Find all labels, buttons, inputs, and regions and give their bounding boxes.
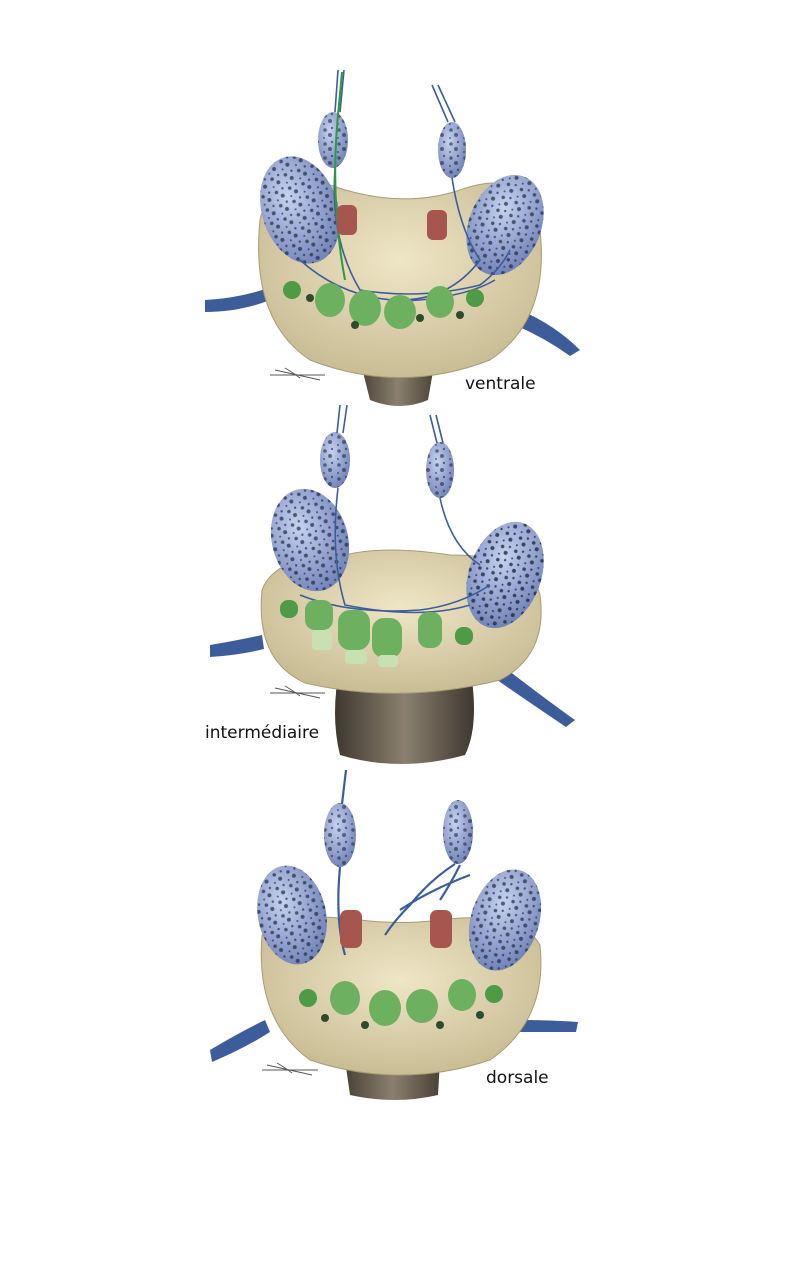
- red-nucleus: [340, 910, 362, 948]
- nerve-fibers: [299, 405, 491, 614]
- dorsal-section-illustration: [210, 770, 578, 1100]
- green-nuclei-row: [299, 979, 503, 1029]
- ventral-section-illustration: [205, 69, 580, 406]
- panel-ventrale: ventrale: [0, 0, 785, 420]
- intermediate-section-illustration: [210, 405, 575, 764]
- red-nucleus: [430, 910, 452, 948]
- green-fiber: [334, 71, 346, 281]
- nerve-bundle-right: [518, 1020, 578, 1032]
- red-nucleus: [337, 205, 357, 235]
- nerve-bundle-left: [205, 288, 270, 312]
- nerve-bundle-left: [210, 635, 264, 657]
- section-label-intermediaire: intermédiaire: [205, 723, 320, 743]
- orientation-arrow-icon: [262, 1062, 318, 1076]
- green-nuclei-row: [283, 281, 484, 329]
- green-nuclei-row: [280, 600, 473, 667]
- section-label-dorsale: dorsale: [486, 1068, 549, 1088]
- orientation-arrow-icon: [270, 367, 325, 381]
- panel-intermediaire: intermédiaire: [0, 405, 785, 775]
- nerve-bundle-right: [515, 310, 580, 356]
- nerve-fibers: [337, 770, 471, 956]
- nerve-bundle-left: [210, 1020, 270, 1062]
- panel-dorsale: dorsale: [0, 770, 785, 1110]
- nerve-bundle-right: [490, 660, 575, 727]
- orientation-arrow-icon: [270, 685, 325, 699]
- section-label-ventrale: ventrale: [465, 374, 536, 394]
- red-nucleus: [427, 210, 447, 240]
